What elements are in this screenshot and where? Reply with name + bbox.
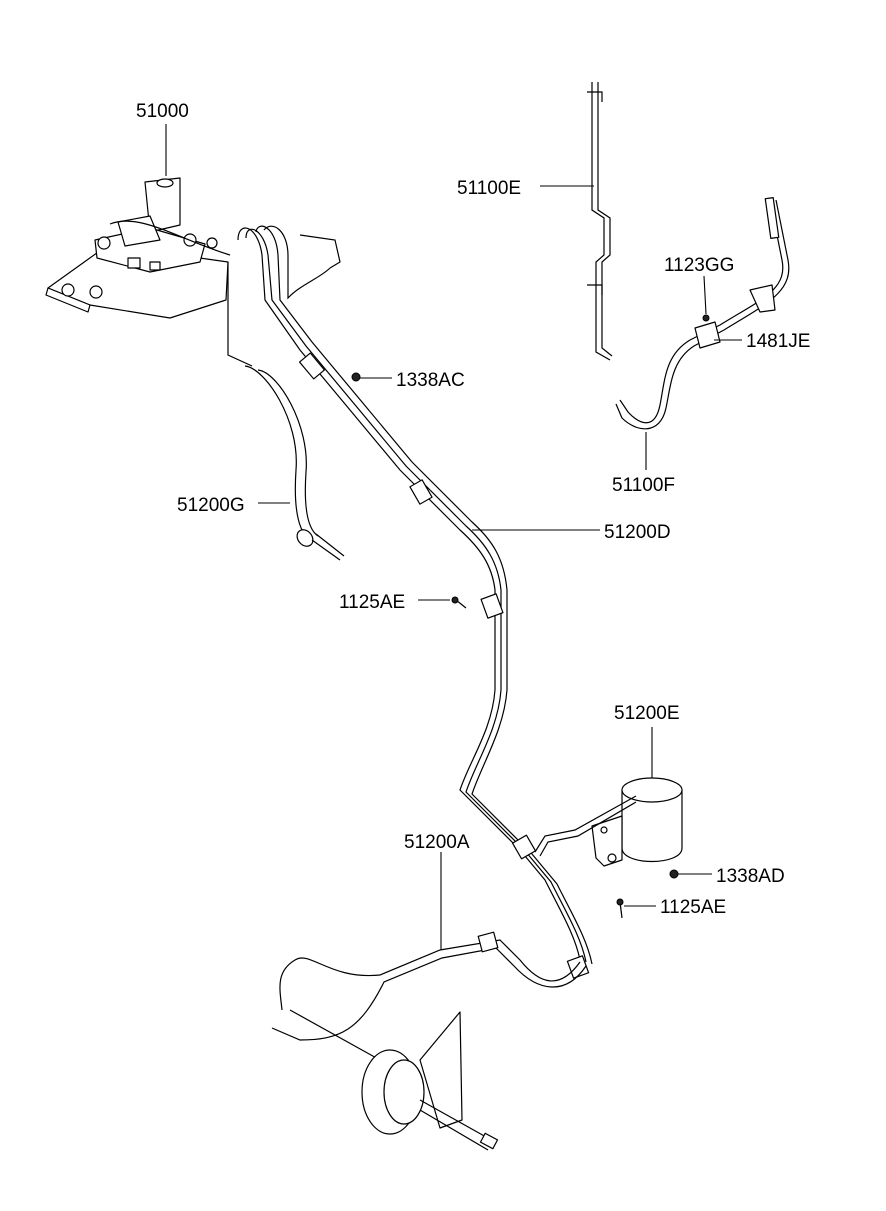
label-51000: 51000: [136, 101, 189, 122]
label-1125AE-upper: 1125AE: [339, 592, 405, 613]
label-1481JE: 1481JE: [746, 331, 810, 352]
nut-1338AC: [351, 372, 361, 382]
part-51000-bracket: [45, 177, 231, 319]
leader-lines: [165, 124, 742, 950]
label-1338AD: 1338AD: [716, 866, 785, 887]
part-51100F-pipe: [615, 197, 790, 430]
part-51200D-pipe-bundle: [237, 225, 593, 979]
part-labels: 51000 51100E 1123GG 1481JE 1338AC 51100F…: [136, 101, 810, 918]
label-1123GG: 1123GG: [664, 255, 734, 276]
part-51200G-hose: [227, 262, 345, 561]
nut-1338AD: [669, 869, 679, 879]
part-51100E-bracket: [587, 82, 613, 361]
fasteners: [351, 372, 679, 919]
label-51200E: 51200E: [614, 703, 680, 724]
label-1338AC: 1338AC: [396, 370, 465, 391]
label-1125AE-lower: 1125AE: [660, 897, 726, 918]
label-51200G: 51200G: [177, 495, 245, 516]
label-51100E: 51100E: [457, 178, 521, 199]
label-51200D: 51200D: [604, 522, 671, 543]
label-51200A: 51200A: [404, 832, 470, 853]
label-51100F: 51100F: [612, 475, 675, 496]
part-51200A-pipes: [271, 931, 587, 1061]
part-51200E-canister: [534, 777, 683, 867]
brake-booster: [361, 1011, 499, 1151]
